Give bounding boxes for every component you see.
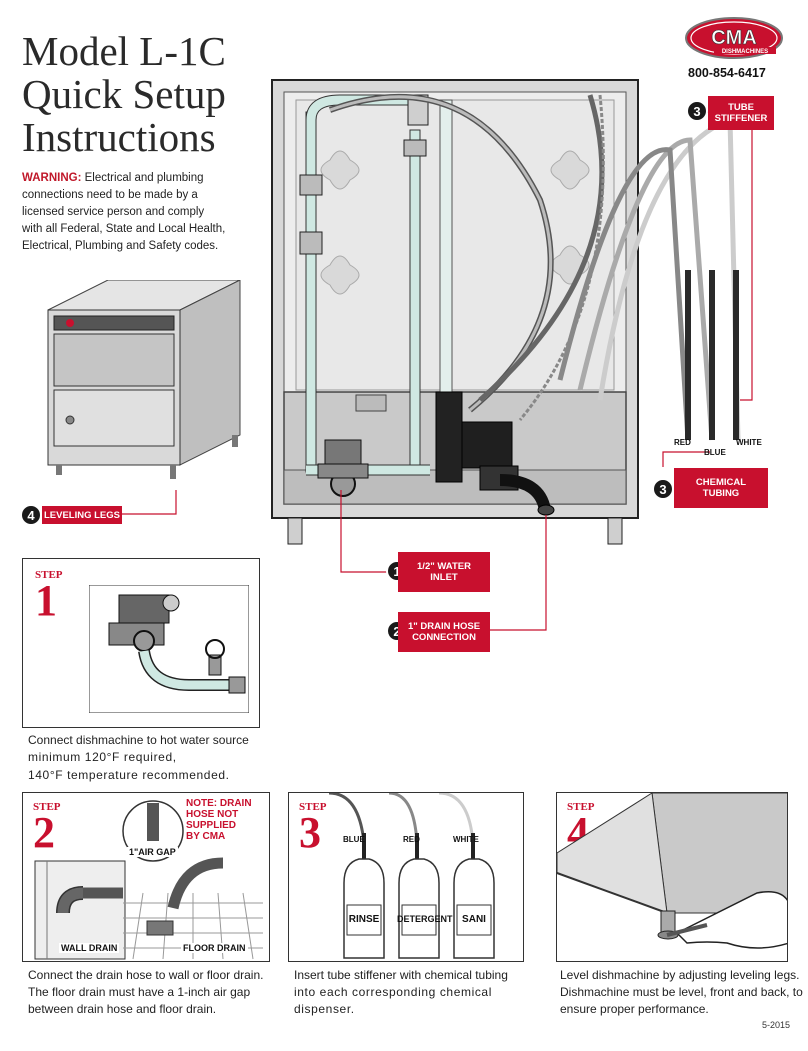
step-2-number: 2 [33, 808, 55, 857]
warning-body: Electrical and plumbing connections need… [22, 172, 226, 252]
step-4-caption-1: Level dishmachine by adjusting leveling … [560, 968, 800, 982]
dishmachine-image [47, 280, 241, 479]
step-1-caption-2: minimum 120°F required, [28, 750, 177, 764]
step-3-box: STEP 3 BLUE RED WHITE RINSE DETERGENT SA… [288, 792, 524, 962]
step-1-word: STEP [35, 569, 63, 581]
step-3-caption-3: dispenser. [294, 1002, 355, 1016]
step-2-word: STEP [33, 801, 61, 813]
step-3-label-white: WHITE [453, 835, 479, 844]
step-3-caption-1: Insert tube stiffener with chemical tubi… [294, 968, 508, 982]
callout-number-tube-stiffener: 3 [686, 100, 708, 122]
tube-label-red: RED [674, 438, 691, 447]
step-4-caption-3: ensure proper performance. [560, 1002, 709, 1016]
tube-label-blue: BLUE [704, 448, 726, 457]
step-1-number: 1 [35, 576, 57, 625]
floor-drain-label: FLOOR DRAIN [181, 943, 248, 953]
drain-hose-line-1: 1" DRAIN HOSE [407, 621, 481, 632]
step-1-caption-3: 140°F temperature recommended. [28, 768, 230, 782]
note-line-4: BY CMA [186, 831, 226, 842]
note-line-2: HOSE NOT [186, 809, 239, 820]
step-1-caption-1: Connect dishmachine to hot water source [28, 733, 249, 747]
step-4-box: STEP 4 [556, 792, 788, 962]
callout-number-leveling-legs: 4 [20, 504, 42, 526]
jug-sani: SANI [462, 914, 486, 925]
warning-text: WARNING: Electrical and plumbing connect… [22, 170, 227, 255]
water-inlet-line-1: 1/2" WATER [417, 561, 471, 572]
title-line-2: Quick Setup [22, 71, 226, 117]
title-line-3: Instructions [22, 114, 216, 160]
step-4-caption-2: Dishmachine must be level, front and bac… [560, 985, 803, 999]
callout-drain-hose: 1" DRAIN HOSE CONNECTION [398, 612, 490, 652]
step-3-image [328, 793, 495, 959]
drain-hose-line-2: CONNECTION [412, 632, 476, 643]
step-1-image [89, 585, 249, 713]
note-line-1: NOTE: DRAIN [186, 798, 252, 809]
tube-stiffener-line-1: TUBE [728, 102, 754, 113]
step-2-box: STEP 2 1"AIR GAP WALL DRAIN FLOOR DRAIN [22, 792, 270, 962]
jug-detergent: DETERGENT [397, 914, 453, 924]
callout-tube-stiffener: TUBE STIFFENER [708, 96, 774, 130]
step-2-caption-3: between drain hose and floor drain. [28, 1002, 217, 1016]
air-gap-label: 1"AIR GAP [127, 847, 178, 857]
title-line-1: Model L-1C [22, 28, 226, 74]
callout-number-chemical-tubing: 3 [652, 478, 674, 500]
callout-leveling-legs: LEVELING LEGS [42, 506, 122, 524]
warning-label: WARNING: [22, 172, 82, 184]
water-inlet-line-2: INLET [430, 572, 458, 583]
step-3-caption-2: into each corresponding chemical [294, 985, 492, 999]
step-2-note: NOTE: DRAIN HOSE NOT SUPPLIED BY CMA [186, 798, 252, 842]
chemical-tubing-line-1: CHEMICAL [695, 477, 747, 488]
footer-date: 5-2015 [762, 1020, 791, 1030]
phone-number: 800-854-6417 [688, 66, 766, 80]
tube-label-white: WHITE [736, 438, 762, 447]
step-2-image [34, 800, 263, 960]
step-3-word: STEP [299, 801, 327, 813]
step-1-box: STEP 1 [22, 558, 260, 728]
logo-text: CMA [711, 27, 757, 49]
jug-rinse: RINSE [348, 914, 380, 925]
note-line-3: SUPPLIED [186, 820, 237, 831]
callout-water-inlet: 1/2" WATER INLET [398, 552, 490, 592]
cma-logo: CMA DISHMACHINES [685, 17, 783, 59]
logo-subtext: DISHMACHINES [722, 49, 768, 55]
step-3-number: 3 [299, 808, 321, 857]
step-2-caption-2: The floor drain must have a 1-inch air g… [28, 985, 251, 999]
step-3-label-blue: BLUE [343, 835, 365, 844]
step-3-label-red: RED [403, 835, 420, 844]
tube-stiffener-line-2: STIFFENER [714, 113, 768, 124]
step-2-caption-1: Connect the drain hose to wall or floor … [28, 968, 264, 982]
callout-chemical-tubing: CHEMICAL TUBING [674, 468, 768, 508]
page-title: Model L-1C Quick Setup Instructions [22, 30, 272, 159]
step-4-word: STEP [567, 801, 595, 813]
chemical-tubing-line-2: TUBING [702, 488, 740, 499]
step-4-image [557, 793, 787, 949]
wall-drain-label: WALL DRAIN [59, 943, 120, 953]
